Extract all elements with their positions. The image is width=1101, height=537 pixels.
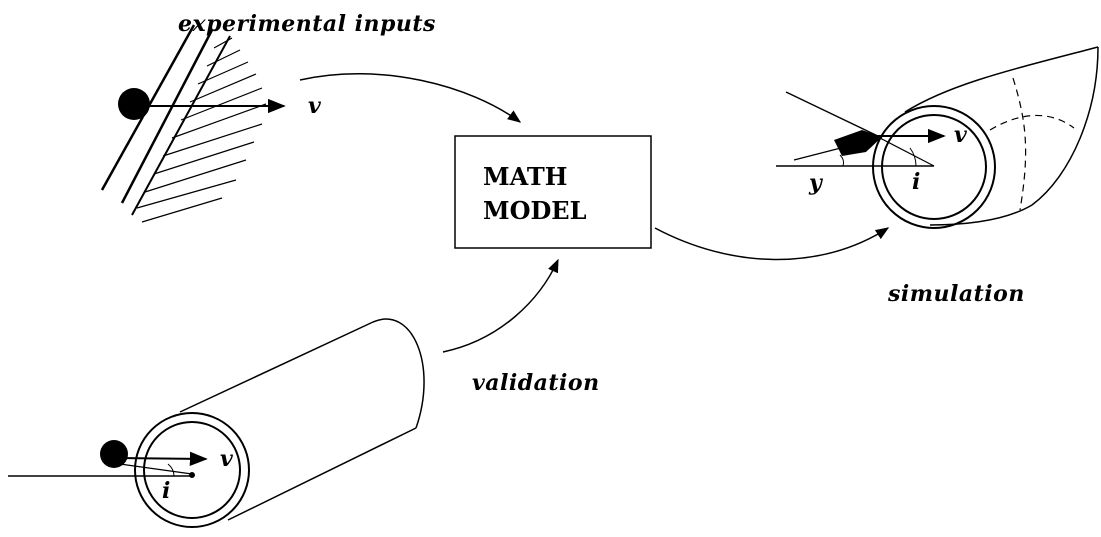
validation-to-model-arrow [442, 258, 559, 353]
simulation-vehicle [776, 46, 1099, 229]
validation-cylinder [8, 318, 425, 528]
velocity-arrow [117, 451, 208, 467]
validation-label: validation [472, 370, 600, 396]
math-model-box [454, 135, 652, 249]
experimental-inputs-label: experimental inputs [178, 11, 436, 37]
simulation-label: simulation [888, 281, 1025, 307]
velocity-label: v [954, 122, 967, 148]
velocity-label: v [308, 93, 321, 119]
incidence-label: i [162, 478, 171, 504]
model-to-simulation-arrow [654, 227, 890, 261]
projectile-ball [100, 440, 128, 468]
inputs-to-model-arrow [299, 73, 522, 123]
velocity-label: v [220, 446, 233, 472]
yaw-label: y [809, 170, 822, 196]
math-model-line1: MATH [483, 162, 568, 191]
plate-hatching [136, 37, 267, 223]
experimental-plate [100, 24, 267, 223]
incidence-label: i [912, 169, 921, 195]
projectile-ball [118, 88, 150, 120]
math-model-line2: MODEL [483, 196, 587, 225]
